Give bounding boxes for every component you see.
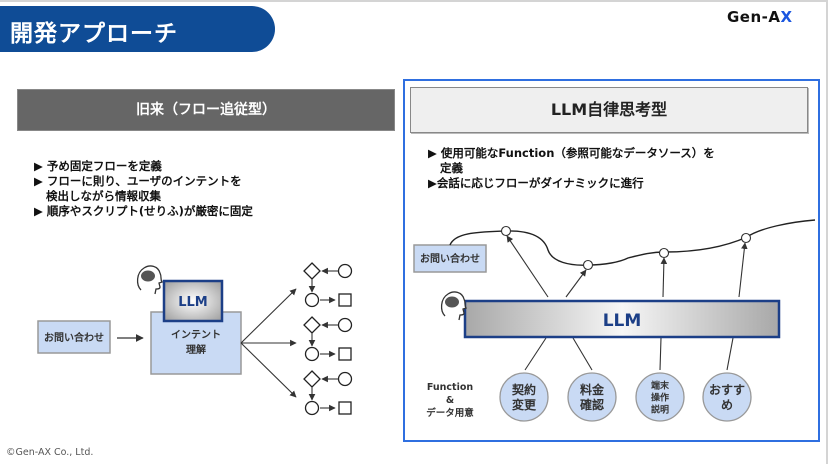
process-circle [304,346,320,362]
flow-node [500,225,512,237]
intent-label-line1: インテント [171,329,221,341]
llm-approach-panel [403,79,820,442]
llm-label: LLM [178,295,208,310]
bullet-marker-icon: ▶ [428,176,437,190]
process-circle [304,292,320,308]
bullet-item: ▶ フローに則り、ユーザのインテントを [34,174,253,189]
function-circle-shape [567,372,617,422]
function-label: 説明 [651,403,669,415]
function-label-line1: Function [427,382,473,393]
function-label-line3: データ用意 [426,407,474,419]
start-circle [337,263,353,279]
logo-main: Gen-A [727,8,781,26]
function-label: おすす [709,383,745,397]
llm-bullet-list: ▶ 使用可能なFunction（参照可能なデータソース）を 定義 ▶会話に応じフ… [428,146,715,191]
bullet-item: ▶ 順序やスクリプト(せりふ)が厳密に固定 [34,204,253,219]
title-bar: 開発アプローチ [0,6,275,52]
start-circle [337,371,353,387]
bullet-item: ▶ 使用可能なFunction（参照可能なデータソース）を [428,146,715,161]
inquiry-box [37,320,111,354]
arrow [240,288,297,344]
flow-step-group [303,316,353,362]
arrow [506,235,549,298]
inquiry-label: お問い合わせ [44,331,104,344]
intent-label-line2: 理解 [186,343,206,356]
process-circle [304,400,320,416]
function-circle-shape [702,372,752,422]
llm-box [162,279,224,323]
flow-step-group [303,370,353,416]
flow-step-group [303,262,353,308]
logo: Gen-AX [727,8,793,26]
start-circle [337,317,353,333]
llm-approach-title: LLM自律思考型 [550,100,668,119]
llm-approach-header: LLM自律思考型 [410,87,808,133]
brain-head-icon [440,291,468,321]
bullet-continuation: 定義 [440,161,463,175]
bullet-text: フローに則り、ユーザのインテントを [46,174,242,188]
end-square [338,401,352,415]
bullet-marker-icon: ▶ [428,146,437,160]
bullet-text: 使用可能なFunction（参照可能なデータソース）を [440,146,715,160]
legacy-flow-diagram: お問い合わせ インテント 理解 LLM [37,262,353,416]
arrow [240,342,297,398]
arrow [565,269,587,298]
function-label: 契約 [511,382,536,397]
copyright: ©Gen-AX Co., Ltd. [6,447,94,458]
function-link [524,337,547,371]
flow-node [658,247,670,259]
brain-head-icon [136,265,164,295]
end-square [338,347,352,361]
function-label: 変更 [512,397,537,412]
legacy-approach-title: 旧来（フロー追従型） [136,102,276,118]
llm-bar [463,299,781,339]
arrow [738,242,748,298]
function-label: 料金 [580,382,605,397]
function-link [572,337,593,371]
decision-diamond [303,262,321,280]
function-label: 操作 [651,391,669,403]
intent-box [150,311,242,375]
bullet-item: ▶ 予め固定フローを定義 [34,159,253,174]
bullet-text: 予め固定フローを定義 [46,159,162,173]
flow-node [740,232,752,244]
decision-diamond [303,370,321,388]
bullet-marker-icon: ▶ [34,174,43,188]
function-label-line2: & [446,395,454,406]
function-link [726,337,734,371]
function-link [659,337,662,371]
bullet-marker-icon: ▶ [34,204,43,218]
function-label: 確認 [580,397,604,412]
function-label: め [721,398,733,412]
legacy-bullet-list: ▶ 予め固定フローを定義 ▶ フローに則り、ユーザのインテントを 検出しながら情… [34,159,253,219]
inquiry-label: お問い合わせ [420,252,480,265]
bullet-item: ▶会話に応じフローがダイナミックに進行 [428,176,715,191]
arrow [660,257,668,298]
end-square [338,293,352,307]
decision-diamond [303,316,321,334]
function-circle-shape [499,372,549,422]
page-title: 開発アプローチ [10,21,178,47]
llm-label: LLM [603,311,642,331]
bullet-text: 順序やスクリプト(せりふ)が厳密に固定 [46,204,253,218]
logo-accent: X [780,8,793,26]
legacy-approach-header: 旧来（フロー追従型） [17,89,395,131]
bullet-marker-icon: ▶ [34,159,43,173]
function-label: 端末 [651,379,670,391]
bullet-continuation: 検出しながら情報収集 [46,189,161,203]
llm-flow-diagram: お問い合わせ LLM Function & データ用意 契約変更料金確認端末操作… [413,219,816,422]
flow-node [582,259,594,271]
bullet-text: 会話に応じフローがダイナミックに進行 [436,176,644,190]
function-circle-shape [635,372,685,422]
